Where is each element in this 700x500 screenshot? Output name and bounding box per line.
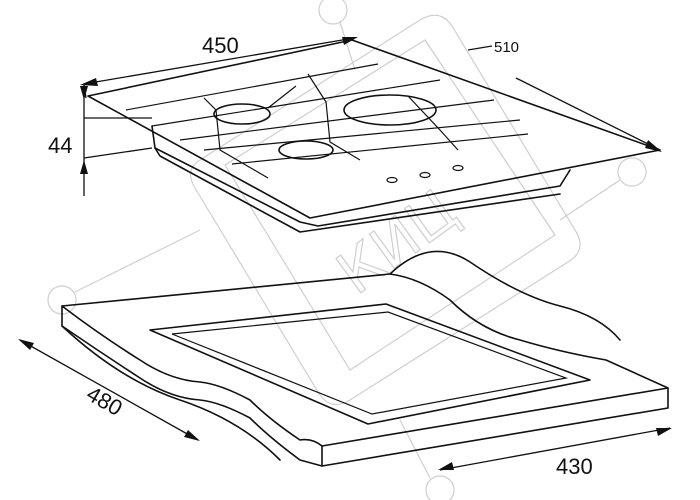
dimension-label-450: 450 xyxy=(202,33,239,58)
burner-left xyxy=(213,103,271,125)
dimension-label-430: 430 xyxy=(556,454,593,479)
pan-support-grid xyxy=(125,63,529,179)
hob-body-bottom xyxy=(154,147,561,233)
dimension-cutout-width: 430 xyxy=(438,427,672,479)
dimension-label-480: 480 xyxy=(82,381,126,421)
countertop-cutout xyxy=(149,303,591,425)
burner-large xyxy=(343,94,437,126)
hob xyxy=(87,39,661,233)
watermark-text: КИЦ xyxy=(325,176,470,307)
control-knob-1 xyxy=(386,176,398,184)
dimension-label-44: 44 xyxy=(48,133,72,158)
hob-top-surface xyxy=(87,39,661,219)
countertop xyxy=(61,250,669,467)
control-knob-2 xyxy=(419,171,431,179)
burner-front xyxy=(278,140,334,160)
break-line-right xyxy=(389,250,621,341)
control-knob-3 xyxy=(452,164,464,172)
hob-front-edge xyxy=(151,125,571,227)
dimension-hob-depth: 510 xyxy=(467,39,662,152)
dimension-label-510: 510 xyxy=(494,39,519,56)
break-line-left xyxy=(61,325,281,461)
countertop-front-face xyxy=(61,305,669,467)
dimension-hob-height: 44 xyxy=(48,84,153,196)
countertop-top-surface xyxy=(61,273,669,447)
dimension-cutout-depth: 480 xyxy=(18,339,200,441)
